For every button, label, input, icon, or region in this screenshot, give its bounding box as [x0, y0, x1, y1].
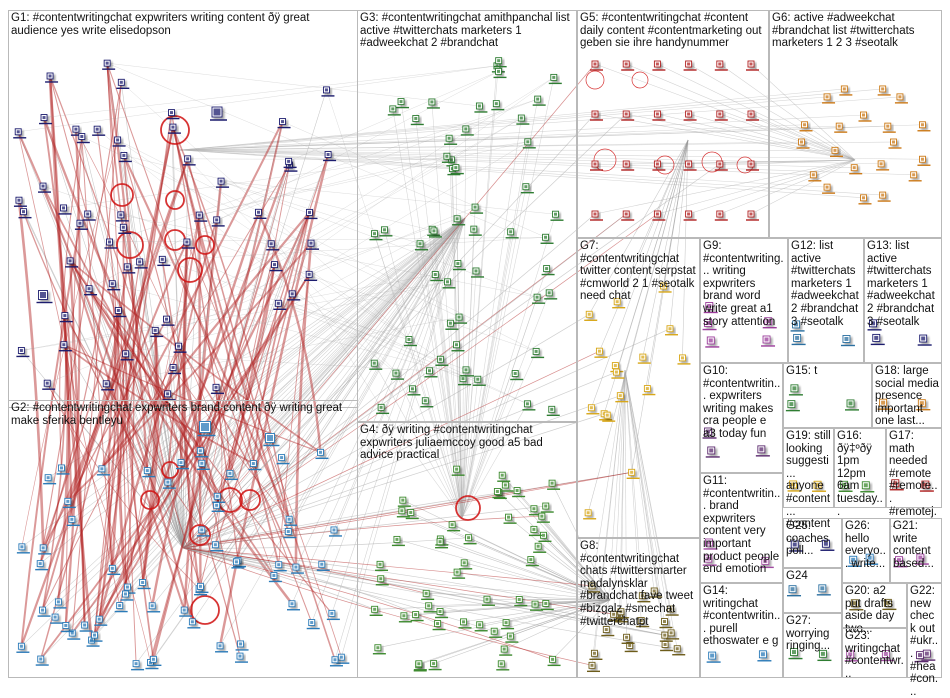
group-panel-g26: G26: hello everyo... write...: [842, 518, 890, 583]
group-panel-g27: G27: worrying ringing...: [783, 613, 842, 678]
group-panel-g13: G13: list active #twitterchats marketers…: [864, 238, 942, 363]
group-panel-g12: G12: list active #twitterchats marketers…: [788, 238, 864, 363]
group-label: G5: #contentwritingchat #content daily c…: [580, 12, 767, 50]
group-panel-g3: G3: #contentwritingchat amithpanchal lis…: [357, 10, 577, 422]
group-label: G24: [786, 570, 840, 583]
group-label: G3: #contentwritingchat amithpanchal lis…: [360, 12, 575, 50]
group-panel-g25: G25: coaches poll...: [783, 518, 842, 568]
group-label: G21: write content based...: [893, 520, 940, 570]
group-panel-g10: G10: #contentwritin... expwriters writin…: [700, 363, 783, 473]
group-panel-g15: G15: t: [783, 363, 872, 428]
group-label: G11: #contentwritin... brand expwriters …: [703, 475, 781, 576]
group-label: G10: #contentwritin... expwriters writin…: [703, 365, 781, 441]
group-panel-g18: G18: large social media presence importa…: [872, 363, 942, 428]
group-label: G7: #contentwritingchat twitter content …: [580, 240, 698, 303]
group-label: G17: math needed #remote #remote... #rem…: [889, 430, 940, 531]
group-label: G15: t: [786, 365, 870, 378]
group-panel-g24: G24: [783, 568, 842, 613]
group-panel-g21: G21: write content based...: [890, 518, 942, 583]
group-label: G27: worrying ringing...: [786, 615, 840, 653]
group-panel-g8: G8: #contentwritingchat chats #twittersm…: [577, 538, 700, 678]
group-panel-g5: G5: #contentwritingchat #content daily c…: [577, 10, 769, 238]
group-label: G25: coaches poll...: [786, 520, 840, 558]
group-label: G23: writingchat #contentwr...: [845, 630, 905, 680]
group-label: G2: #contentwritingchat expwriters brand…: [11, 402, 356, 427]
group-panel-g11: G11: #contentwritin... brand expwriters …: [700, 473, 783, 583]
group-label: G22: new check out #ukr... #hea #con...: [910, 585, 940, 698]
group-panel-g14: G14: writingchat #contentwritin... purel…: [700, 583, 783, 678]
group-panel-g19: G19: still looking suggesti... anyone #c…: [783, 428, 834, 508]
group-label: G13: list active #twitterchats marketers…: [867, 240, 940, 328]
group-label: G4: ðÿ writing #contentwritingchat expwr…: [360, 424, 575, 462]
group-label: G8: #contentwritingchat chats #twittersm…: [580, 540, 698, 628]
group-panel-g2: G2: #contentwritingchat expwriters brand…: [8, 400, 358, 678]
group-panel-g6: G6: active #adweekchat #brandchat list #…: [769, 10, 942, 238]
group-panel-g7: G7: #contentwritingchat twitter content …: [577, 238, 700, 538]
group-panel-g1: G1: #contentwritingchat expwriters writi…: [8, 10, 358, 408]
group-label: G1: #contentwritingchat expwriters writi…: [11, 12, 356, 37]
group-label: G14: writingchat #contentwritin... purel…: [703, 585, 781, 648]
group-label: G26: hello everyo... write...: [845, 520, 888, 570]
group-label: G18: large social media presence importa…: [875, 365, 940, 428]
group-panel-g17: G17: math needed #remote #remote... #rem…: [886, 428, 942, 508]
group-panel-g4: G4: ðÿ writing #contentwritingchat expwr…: [357, 422, 577, 678]
group-panel-g23: G23: writingchat #contentwr...: [842, 628, 907, 678]
group-label: G12: list active #twitterchats marketers…: [791, 240, 862, 328]
group-label: G9: #contentwriting... writing expwriter…: [703, 240, 786, 328]
group-label: G6: active #adweekchat #brandchat list #…: [772, 12, 940, 50]
group-panel-g22: G22: new check out #ukr... #hea #con...: [907, 583, 942, 678]
group-panel-g9: G9: #contentwriting... writing expwriter…: [700, 238, 788, 363]
group-panel-g20: G20: a2 put drafts aside day two...: [842, 583, 907, 628]
group-label: G16: ðÿ‡ºðÿ 1pm 12pm 6am tuesday...: [837, 430, 884, 518]
group-panel-g16: G16: ðÿ‡ºðÿ 1pm 12pm 6am tuesday...: [834, 428, 886, 508]
